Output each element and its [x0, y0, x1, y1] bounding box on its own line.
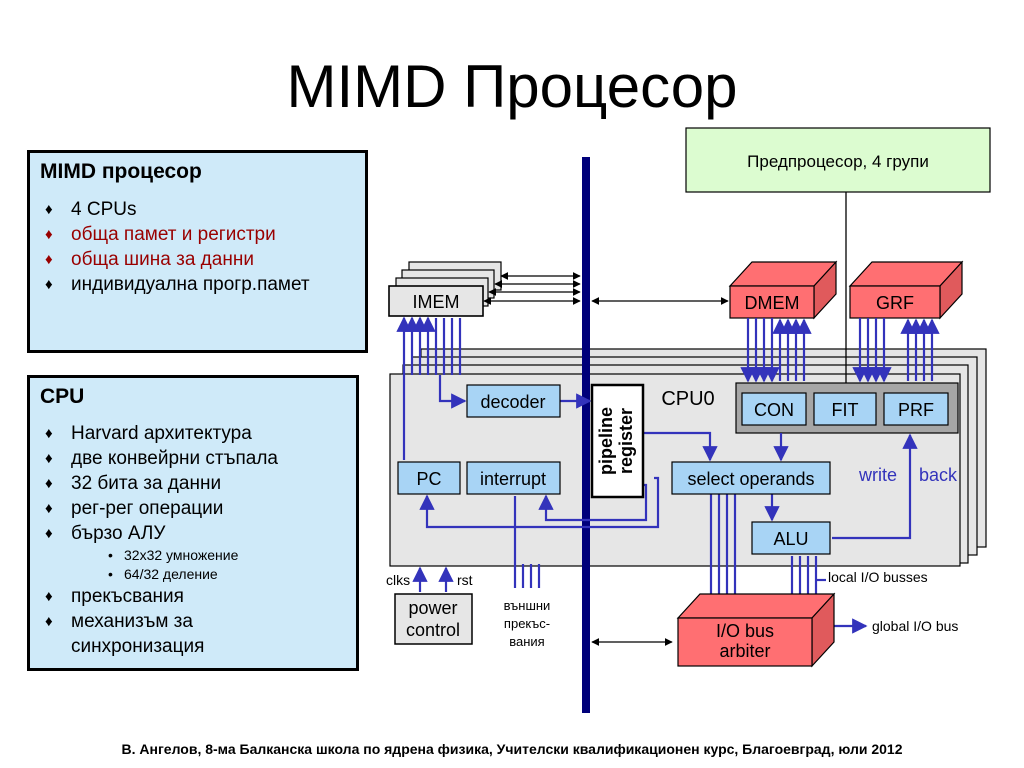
io-bus-label: I/O bus [716, 621, 774, 641]
sub-list-item: 32x32 умножение [40, 546, 346, 565]
list-item: обща памет и регистри [40, 222, 355, 247]
list-item: рег-рег операции [40, 496, 346, 521]
central-bus [582, 157, 590, 713]
preprocessor-label: Предпроцесор, 4 групи [747, 152, 929, 171]
cpu-panel: CPU Harvard архитектура две конвейрни ст… [27, 375, 359, 671]
mimd-feature-list: 4 CPUs обща памет и регистри обща шина з… [40, 197, 355, 297]
local-io-label: local I/O busses [828, 569, 928, 585]
cpu-panel-heading: CPU [40, 385, 85, 408]
global-io-label: global I/O bus [872, 618, 958, 634]
page-title: MIMD Процесор [286, 53, 738, 120]
arbiter-label: arbiter [719, 641, 770, 661]
pipeline-register-box [590, 383, 645, 499]
decoder-label: decoder [480, 392, 545, 412]
external-interrupts-label-2: прекъс- [504, 616, 550, 631]
list-item: Harvard архитектура [40, 421, 346, 446]
pc-label: PC [416, 469, 441, 489]
interrupt-box [466, 461, 561, 495]
alu-box [751, 521, 831, 555]
grf-label: GRF [876, 293, 914, 313]
mimd-panel-heading: MIMD процесор [40, 160, 202, 183]
imem-box [388, 285, 484, 317]
external-interrupts-label-3: вания [509, 634, 544, 649]
back-label: back [919, 465, 958, 485]
external-interrupts-label-1: външни [504, 598, 551, 613]
fit-box [813, 392, 877, 426]
power-control-box [394, 593, 473, 645]
interrupt-label: interrupt [480, 469, 546, 489]
imem-bus-arrows [483, 272, 729, 646]
list-item: индивидуална прогр.памет [40, 272, 355, 297]
list-item: прекъсвания [40, 584, 346, 609]
io-bus-arbiter-box: I/O bus arbiter [676, 592, 836, 668]
select-operands-label: select operands [687, 469, 814, 489]
dmem-box: DMEM [728, 260, 838, 320]
imem-label: IMEM [413, 292, 460, 312]
pipeline-label: pipeline [596, 407, 616, 475]
write-label: write [858, 465, 897, 485]
grf-box: GRF [848, 260, 964, 320]
imem-stack: IMEM [388, 261, 502, 317]
signal-wires [396, 316, 940, 634]
sub-list-item: 64/32 деление [40, 565, 346, 584]
con-label: CON [754, 400, 794, 420]
footer-citation: В. Ангелов, 8-ма Балканска школа по ядре… [121, 741, 903, 757]
prf-box [883, 392, 949, 426]
cpu-feature-list: Harvard архитектура две конвейрни стъпал… [40, 421, 346, 659]
list-item: обща шина за данни [40, 247, 355, 272]
prf-label: PRF [898, 400, 934, 420]
cpu-stack [389, 348, 987, 567]
list-item: две конвейрни стъпала [40, 446, 346, 471]
pc-box [397, 461, 461, 495]
list-item: механизъм за [40, 609, 346, 634]
mimd-processor-panel: MIMD процесор 4 CPUs обща памет и регист… [27, 150, 368, 353]
control-label: control [406, 620, 460, 640]
register-label: register [616, 408, 636, 474]
fit-label: FIT [832, 400, 859, 420]
alu-label: ALU [773, 529, 808, 549]
con-box [741, 392, 807, 426]
clks-label: clks [386, 572, 410, 588]
list-item-continued: синхронизация [71, 636, 205, 657]
select-operands-box [671, 461, 831, 495]
list-item: 32 бита за данни [40, 471, 346, 496]
preprocessor-box: Предпроцесор, 4 групи [685, 127, 991, 193]
rst-label: rst [457, 572, 473, 588]
decoder-box [466, 384, 561, 418]
list-item: 4 CPUs [40, 197, 355, 222]
dmem-label: DMEM [745, 293, 800, 313]
power-label: power [408, 598, 457, 618]
cpu0-label: CPU0 [661, 388, 714, 410]
list-item: бързо АЛУ [40, 521, 346, 546]
